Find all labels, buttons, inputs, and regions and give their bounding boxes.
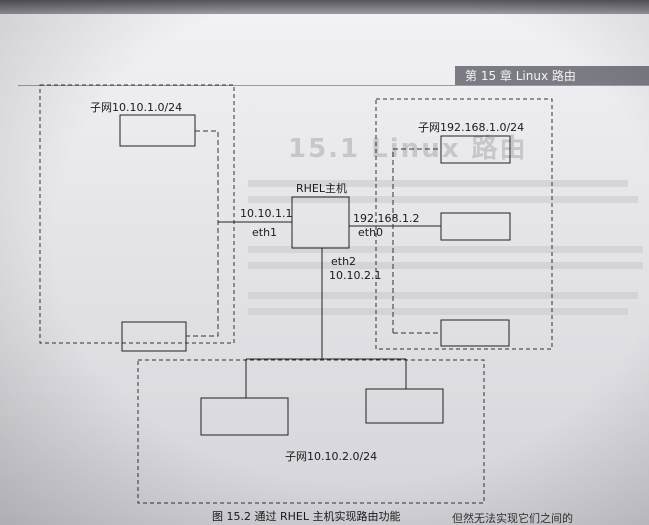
subnet-bottom-box [137, 359, 485, 504]
rhel-host-box [291, 196, 350, 249]
right-host-middle [440, 212, 511, 241]
subnet-right-box [375, 98, 553, 350]
eth1-name-label: eth1 [252, 226, 278, 239]
subnet-left-box [39, 84, 235, 344]
show-through-line [248, 180, 628, 187]
show-through-line [248, 308, 628, 315]
bottom-host-right [365, 388, 444, 424]
show-through-line [248, 196, 638, 203]
show-through-line [248, 292, 638, 299]
right-host-top [440, 135, 511, 164]
figure-caption: 图 15.2 通过 RHEL 主机实现路由功能 [212, 510, 401, 523]
show-through-title: 15.1 Linux 路由 [288, 134, 528, 164]
subnet-bottom-label: 子网10.10.2.0/24 [285, 450, 378, 463]
header-rule [18, 85, 649, 86]
show-through-line [248, 246, 643, 253]
left-subnet-link [186, 130, 219, 337]
bottom-host-left [200, 397, 289, 436]
show-through-line [248, 262, 643, 269]
subnet-left-label: 子网10.10.1.0/24 [90, 101, 183, 114]
left-host-top [119, 114, 196, 147]
body-text-fragment: 但然无法实现它们之间的 [452, 512, 573, 525]
eth0-ip-label: 192.168.1.2 [353, 212, 420, 225]
chapter-header: 第 15 章 Linux 路由 [455, 66, 649, 86]
eth2-name-label: eth2 [331, 255, 357, 268]
rhel-host-label: RHEL主机 [296, 182, 347, 195]
eth1-ip-label: 10.10.1.1 [240, 207, 293, 220]
subnet-right-label: 子网192.168.1.0/24 [418, 121, 525, 134]
page-top-edge [0, 0, 649, 14]
right-subnet-link [392, 148, 441, 333]
right-host-bottom [440, 319, 510, 347]
eth0-name-label: eth0 [358, 226, 384, 239]
eth2-ip-label: 10.10.2.1 [329, 269, 382, 282]
left-host-bottom [121, 321, 187, 352]
